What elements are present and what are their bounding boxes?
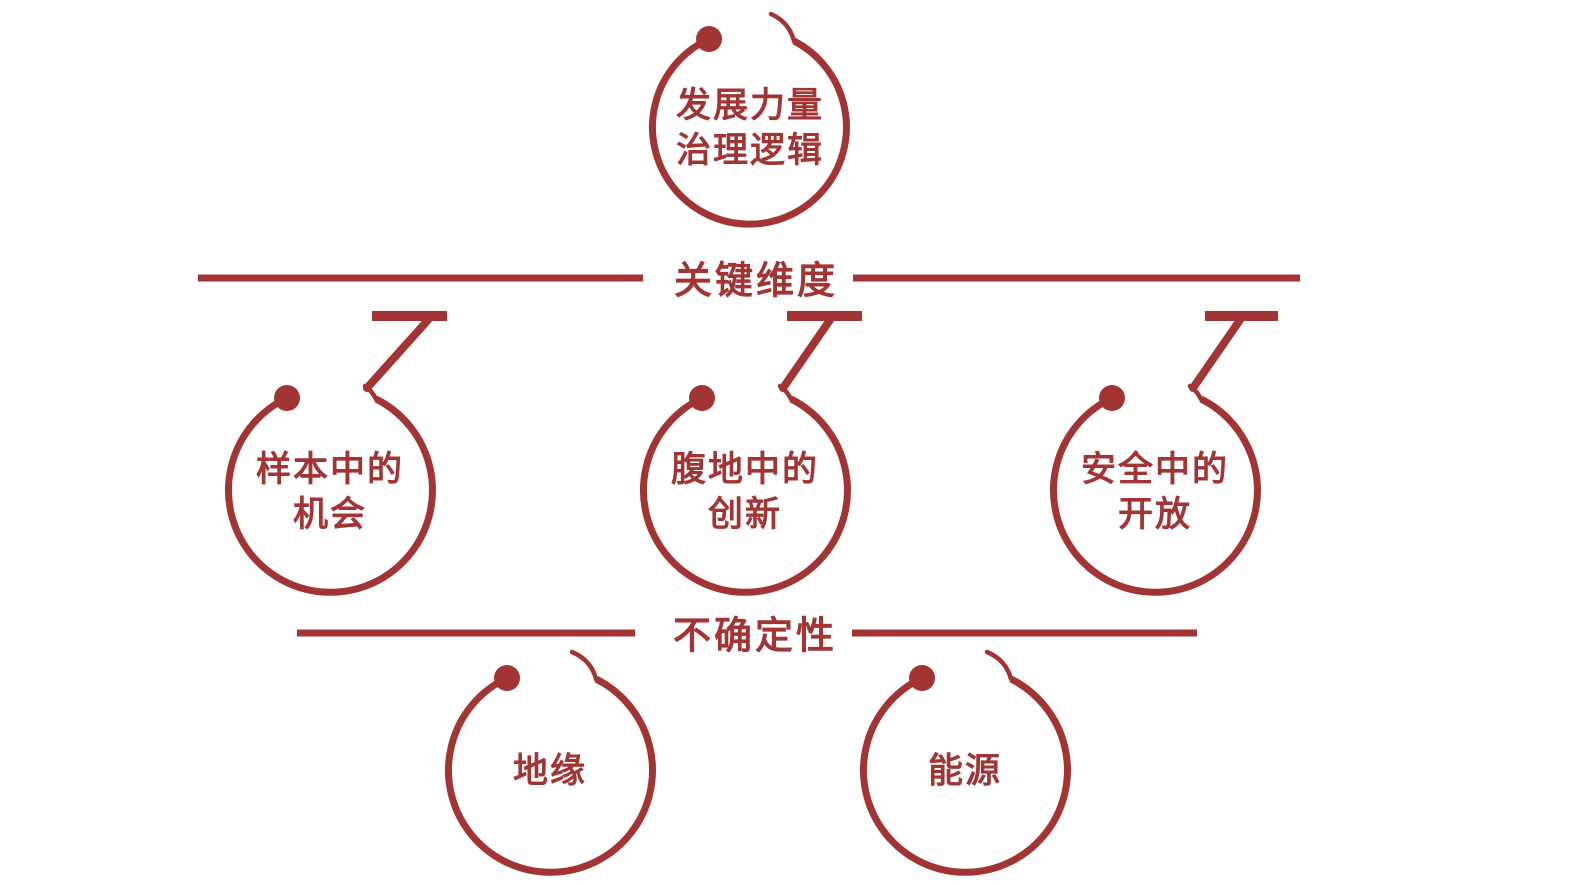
middle-node-label-openness-line2: 开放 xyxy=(1117,495,1193,534)
top-node-circle xyxy=(649,11,850,228)
middle-node-label-openness-line1: 安全中的 xyxy=(1080,450,1230,489)
middle-node-circle-openness xyxy=(1049,383,1261,596)
bottom-node-label-energy-line1: 能源 xyxy=(927,751,1003,791)
connector-left xyxy=(363,311,447,392)
middle-node-circle-opportunity xyxy=(224,383,436,596)
top-node-label-line2: 治理逻辑 xyxy=(675,131,825,170)
middle-node-label-innovation-line2: 创新 xyxy=(707,495,783,534)
key-dimensions-divider-label: 关键维度 xyxy=(673,260,839,303)
bottom-node-label-geo: 地缘 xyxy=(513,749,587,794)
middle-node-label-innovation: 腹地中的 创新 xyxy=(671,447,819,537)
middle-node-label-opportunity: 样本中的 机会 xyxy=(256,447,404,537)
middle-node-label-opportunity-line2: 机会 xyxy=(292,495,368,534)
bottom-node-label-geo-line1: 地缘 xyxy=(512,751,588,791)
middle-node-circle-innovation xyxy=(639,383,851,596)
middle-node-label-openness: 安全中的 开放 xyxy=(1081,447,1229,537)
middle-node-label-innovation-line1: 腹地中的 xyxy=(670,450,820,489)
top-node-label: 发展力量 治理逻辑 xyxy=(676,83,824,173)
uncertainty-divider-label: 不确定性 xyxy=(672,615,838,658)
top-node-label-line1: 发展力量 xyxy=(675,86,825,125)
bottom-node-circle-geo xyxy=(444,649,656,876)
bottom-node-circle-energy xyxy=(859,649,1071,876)
middle-node-label-opportunity-line1: 样本中的 xyxy=(255,450,405,489)
connector-middle xyxy=(779,311,862,392)
bottom-node-label-energy: 能源 xyxy=(928,749,1002,794)
connector-right xyxy=(1189,311,1278,392)
